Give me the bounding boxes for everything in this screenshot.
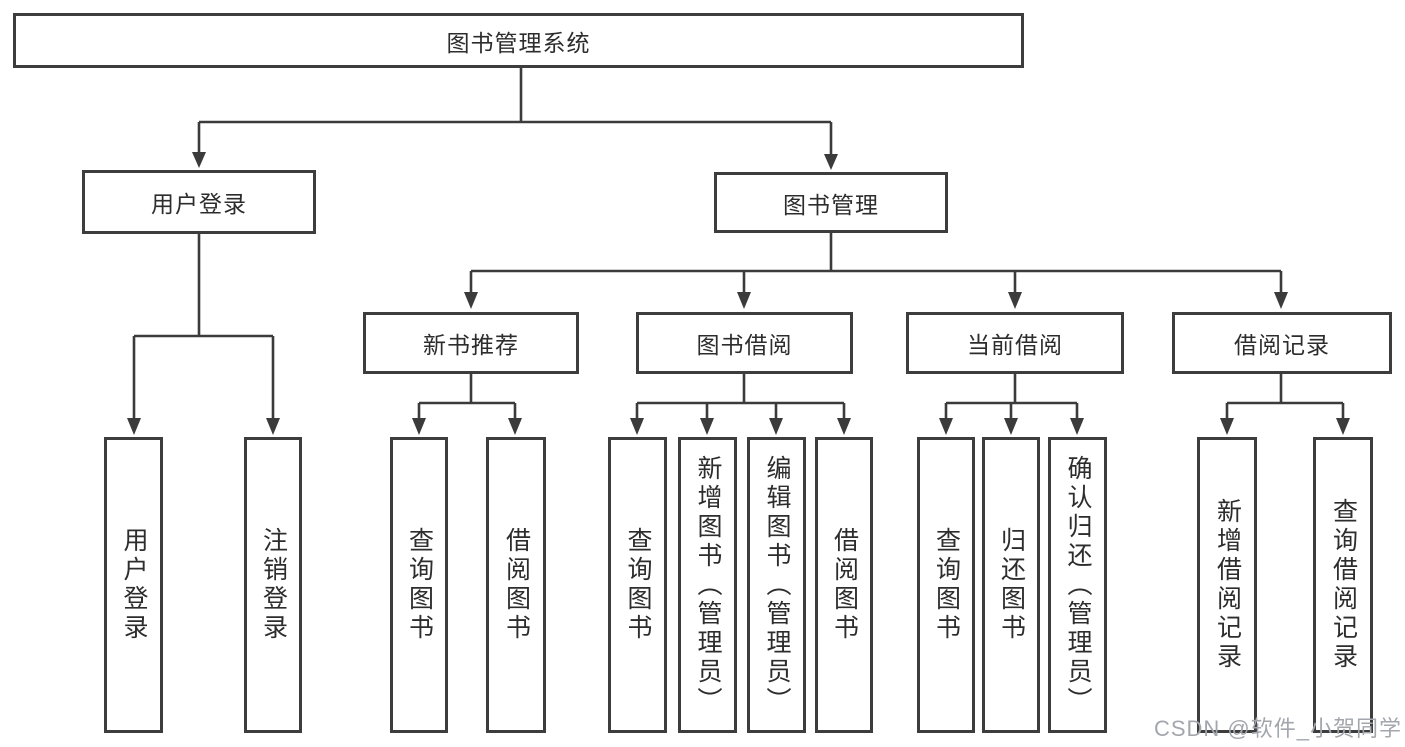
node-book-borrow: 图书借阅	[636, 312, 853, 374]
node-label: 新增图书（管理员）	[694, 454, 722, 716]
leaf-borrow-books-recommend: 借阅图书	[486, 437, 546, 733]
node-label: 注销登录	[259, 527, 288, 643]
arrowhead	[192, 152, 206, 168]
leaf-borrow-books: 借阅图书	[815, 437, 873, 733]
arrowhead	[1004, 418, 1018, 435]
arrowhead	[508, 418, 522, 435]
node-label: 新增借阅记录	[1213, 498, 1242, 672]
node-label: 查询借阅记录	[1329, 498, 1358, 672]
node-book-management: 图书管理	[714, 172, 948, 233]
arrowhead	[1274, 292, 1288, 309]
node-label: 借阅图书	[502, 527, 531, 643]
leaf-query-books-recommend: 查询图书	[390, 437, 448, 733]
node-label: 当前借阅	[967, 332, 1063, 358]
arrowhead	[630, 418, 644, 435]
node-label: 查询图书	[405, 527, 434, 643]
node-label: 查询图书	[932, 527, 961, 643]
arrowhead	[737, 292, 751, 309]
csdn-watermark: CSDN @软件_小贺同学	[1153, 716, 1402, 741]
leaf-confirm-return-admin: 确认归还（管理员）	[1048, 437, 1107, 733]
arrowhead	[837, 418, 851, 435]
leaf-query-books-current: 查询图书	[917, 437, 975, 733]
node-label: 用户登录	[151, 191, 247, 217]
arrowhead	[266, 418, 280, 435]
node-label: 借阅记录	[1234, 332, 1330, 358]
arrowhead	[1336, 418, 1350, 435]
leaf-edit-book-admin: 编辑图书（管理员）	[747, 437, 806, 733]
arrowhead	[824, 154, 838, 170]
node-label: 图书管理	[783, 191, 879, 218]
arrowhead	[127, 418, 141, 435]
leaf-add-borrow-record: 新增借阅记录	[1197, 437, 1257, 733]
leaf-add-book-admin: 新增图书（管理员）	[678, 437, 737, 733]
arrowhead	[1220, 418, 1234, 435]
arrowhead	[769, 418, 783, 435]
node-label: 确认归还（管理员）	[1064, 454, 1092, 716]
node-label: 图书借阅	[696, 332, 793, 358]
node-root: 图书管理系统	[13, 13, 1024, 68]
leaf-query-borrow-record: 查询借阅记录	[1313, 437, 1373, 733]
arrowhead	[1008, 292, 1022, 309]
arrowhead	[939, 418, 953, 435]
leaf-logout-login: 注销登录	[244, 437, 302, 733]
arrowhead	[700, 418, 714, 435]
node-borrow-records: 借阅记录	[1172, 312, 1392, 374]
node-label: 编辑图书（管理员）	[763, 454, 791, 716]
node-label: 查询图书	[624, 527, 652, 643]
arrowhead	[412, 418, 426, 435]
node-label: 归还图书	[997, 527, 1026, 643]
arrowhead	[1070, 418, 1084, 435]
leaf-return-books: 归还图书	[982, 437, 1040, 733]
arrowhead	[464, 292, 478, 309]
node-current-borrow: 当前借阅	[906, 312, 1124, 374]
node-user-login: 用户登录	[82, 170, 316, 234]
node-label: 用户登录	[120, 527, 148, 643]
node-new-book-recommend: 新书推荐	[363, 312, 579, 374]
node-label: 新书推荐	[423, 332, 519, 358]
leaf-user-login: 用户登录	[104, 437, 163, 733]
node-label: 图书管理系统	[446, 29, 591, 56]
node-label: 借阅图书	[830, 527, 859, 643]
leaf-query-books-borrow: 查询图书	[608, 437, 667, 733]
